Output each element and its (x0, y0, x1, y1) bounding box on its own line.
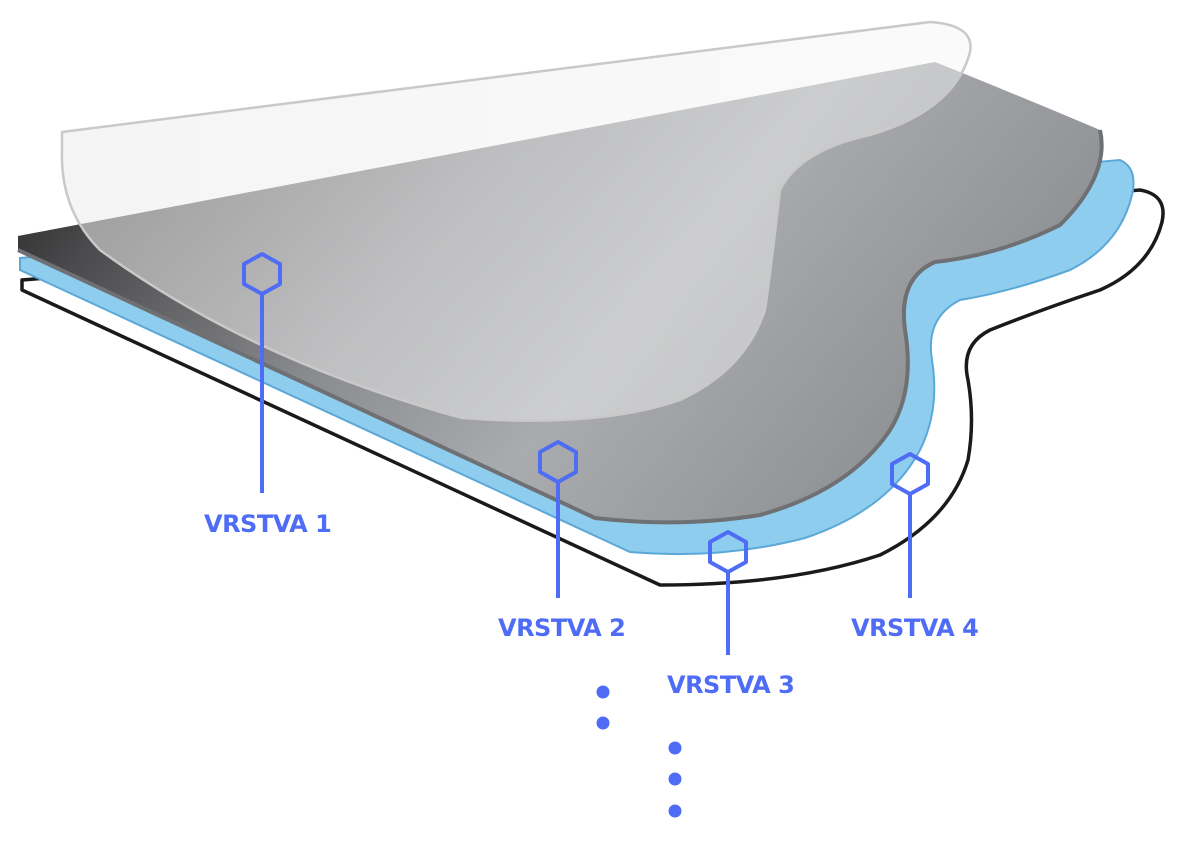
layer-label-3: VRSTVA 3 (667, 671, 794, 699)
hexagon-marker-4 (890, 452, 930, 496)
continuation-dot (668, 741, 682, 755)
hexagon-marker-2 (538, 440, 578, 484)
hexagon-marker-1 (242, 252, 282, 296)
layer-label-2: VRSTVA 2 (498, 614, 625, 642)
continuation-dot (596, 685, 610, 699)
hexagon-marker-3 (708, 530, 748, 574)
layer-label-1: VRSTVA 1 (204, 510, 331, 538)
continuation-dot (668, 772, 682, 786)
continuation-dot (668, 804, 682, 818)
continuation-dot (596, 716, 610, 730)
layer-label-4: VRSTVA 4 (851, 614, 978, 642)
transparent-protective-film (60, 20, 972, 422)
dark-sheet-edge (17, 129, 1104, 525)
